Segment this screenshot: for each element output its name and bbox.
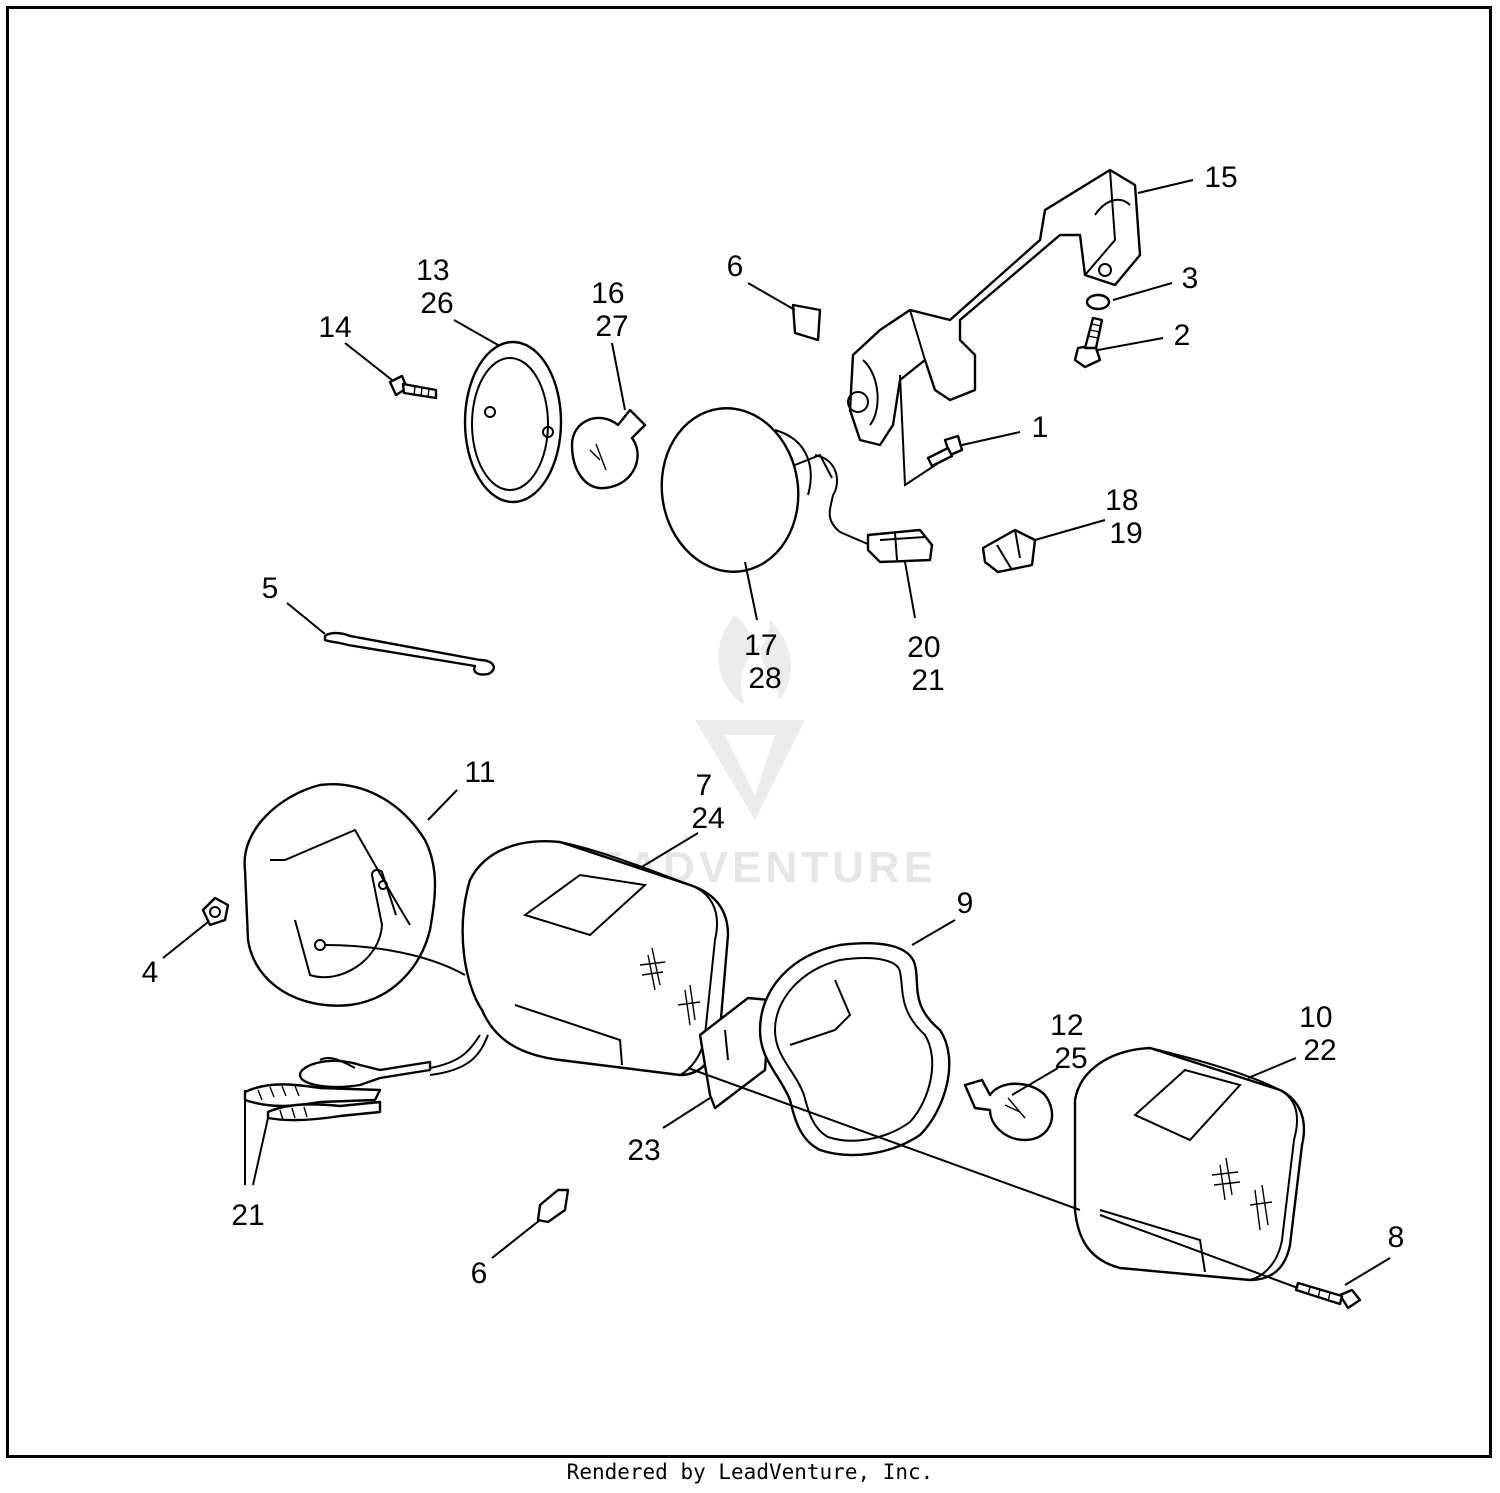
callout-28: 28	[748, 662, 781, 695]
callout-24: 24	[691, 802, 724, 835]
watermark-flame-icon	[718, 615, 791, 705]
callout-4: 4	[142, 956, 159, 989]
callout-6-top: 6	[727, 250, 744, 283]
callout-7: 7	[695, 769, 712, 802]
svg-text:11: 11	[464, 756, 495, 789]
part-lock-washer	[1085, 293, 1111, 311]
callout-labels: 1 2 3 4 5 6 6 7 24 8 9 10 22 11 12 25 13…	[142, 161, 1405, 1290]
part-wire-harness	[243, 1034, 489, 1122]
part-screw-14	[388, 374, 438, 400]
callout-5: 5	[262, 572, 279, 605]
part-clip-bottom	[536, 1188, 570, 1224]
callout-19: 19	[1109, 517, 1142, 550]
callout-18: 18	[1105, 484, 1138, 517]
svg-text:15: 15	[1204, 161, 1237, 194]
part-screw-8	[1294, 1281, 1362, 1310]
part-connector	[981, 528, 1037, 574]
part-trim-ring	[463, 340, 563, 504]
svg-text:8: 8	[1388, 1221, 1405, 1254]
part-screw-1	[926, 434, 964, 468]
callout-13: 13	[416, 254, 449, 287]
callout-16: 16	[591, 277, 624, 310]
svg-text:5: 5	[262, 572, 279, 605]
svg-text:9: 9	[957, 887, 974, 920]
part-rear-lamp-housing	[1073, 1046, 1306, 1282]
part-clip-top	[791, 303, 822, 342]
part-bulb-lower	[963, 1078, 1054, 1142]
svg-text:13 26: 13 26	[416, 254, 458, 320]
svg-text:18 19: 18 19	[1105, 484, 1147, 550]
svg-text:6: 6	[471, 1257, 488, 1290]
svg-text:14: 14	[318, 311, 351, 344]
callout-23: 23	[627, 1134, 660, 1167]
svg-text:21: 21	[231, 1199, 264, 1232]
svg-text:10 22: 10 22	[1299, 1001, 1341, 1067]
part-gasket	[758, 942, 951, 1157]
svg-text:17 28: 17 28	[744, 629, 786, 695]
part-turn-signal-housing	[660, 407, 838, 573]
part-nut	[201, 896, 230, 927]
callout-6-bottom: 6	[471, 1257, 488, 1290]
svg-text:2: 2	[1174, 319, 1191, 352]
callout-14: 14	[318, 311, 351, 344]
svg-text:23: 23	[627, 1134, 660, 1167]
callout-3: 3	[1182, 262, 1199, 295]
callout-10: 10	[1299, 1001, 1332, 1034]
leader-assembly-axis	[687, 1067, 1081, 1211]
part-mounting-bracket	[847, 168, 1142, 447]
callout-12: 12	[1050, 1009, 1083, 1042]
callout-15: 15	[1204, 161, 1237, 194]
callout-27: 27	[595, 310, 628, 343]
leader-lines	[162, 179, 1391, 1286]
part-connector-wired	[828, 494, 934, 564]
svg-text:20 21: 20 21	[907, 631, 949, 697]
part-hex-bolt	[1073, 316, 1104, 369]
callout-20: 20	[907, 631, 940, 664]
callout-21-lower: 21	[231, 1199, 264, 1232]
callout-25: 25	[1054, 1042, 1087, 1075]
part-mounting-plate	[243, 783, 437, 1007]
svg-text:6: 6	[727, 250, 744, 283]
callout-26: 26	[420, 287, 453, 320]
leader-screw-axis	[1099, 1214, 1299, 1289]
callout-1: 1	[1032, 411, 1049, 444]
svg-text:1: 1	[1032, 411, 1049, 444]
svg-text:3: 3	[1182, 262, 1199, 295]
callout-2: 2	[1174, 319, 1191, 352]
part-front-lamp-housing	[324, 840, 730, 1077]
svg-text:16 27: 16 27	[591, 277, 633, 343]
svg-text:4: 4	[142, 956, 159, 989]
callout-9: 9	[957, 887, 974, 920]
callout-22: 22	[1303, 1034, 1336, 1067]
callout-11: 11	[464, 756, 495, 789]
watermark: LEADVENTURE	[563, 615, 933, 892]
footer-credit: Rendered by LeadVenture, Inc.	[566, 1460, 934, 1484]
watermark-v-icon	[695, 720, 805, 820]
svg-text:12 25: 12 25	[1050, 1009, 1092, 1075]
callout-17: 17	[744, 629, 777, 662]
part-bulb-upper	[570, 408, 647, 490]
callout-8: 8	[1388, 1221, 1405, 1254]
leader-bracket-screw	[899, 374, 941, 487]
callout-21-upper: 21	[911, 664, 944, 697]
svg-text:7 24: 7 24	[691, 769, 724, 835]
part-wire-strap	[323, 631, 495, 676]
